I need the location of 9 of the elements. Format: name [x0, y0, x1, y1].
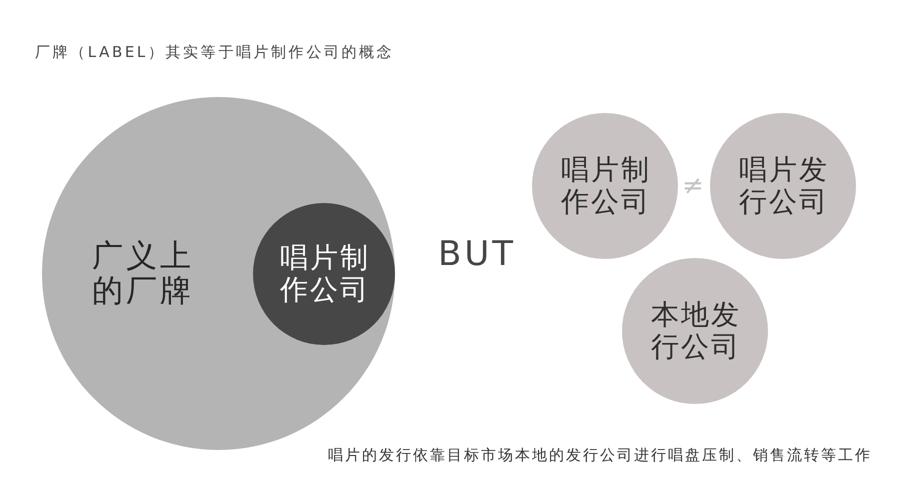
- caption-text: 唱片的发行依靠目标市场本地的发行公司进行唱盘压制、销售流转等工作: [328, 447, 872, 464]
- contrast-word: BUT: [438, 236, 516, 274]
- not-equal-sign: ≠: [682, 172, 704, 201]
- circle-label: 本地发行公司: [650, 299, 742, 363]
- circle-label: 唱片发行公司: [738, 154, 830, 218]
- circle-label: 唱片制作公司: [279, 242, 371, 306]
- circle-label: 唱片制作公司: [560, 154, 652, 218]
- diagram-title: 厂牌（LABEL）其实等于唱片制作公司的概念: [35, 44, 394, 60]
- circle-label: 广义上的厂牌: [92, 238, 195, 308]
